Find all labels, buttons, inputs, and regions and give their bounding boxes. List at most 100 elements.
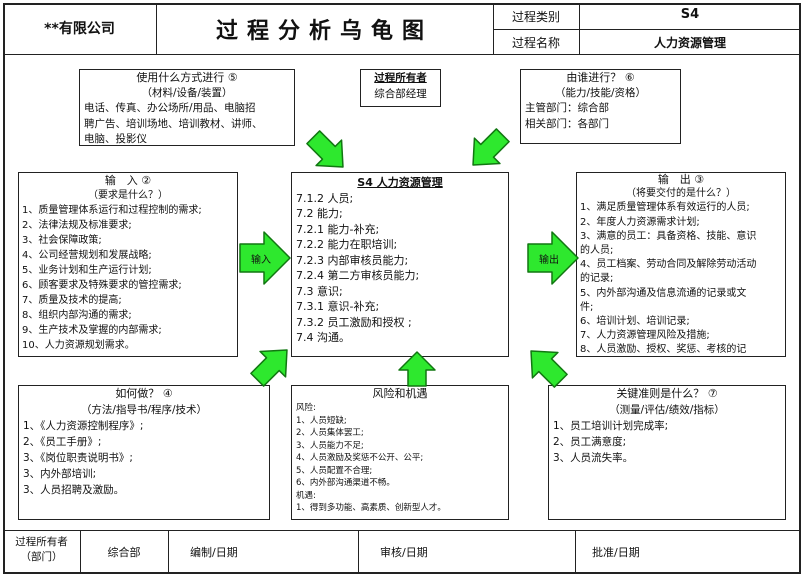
how-line: 3、人员招聘及激励。 [23, 484, 125, 496]
process-line: 7.3 意识; [296, 284, 343, 298]
opportunity-label: 机遇: [296, 490, 316, 501]
criteria-line: 3、人员流失率。 [553, 452, 634, 464]
outputs-line: 4、员工档案、劳动合同及解除劳动活动 [580, 259, 757, 271]
risk-line: 5、人员配置不合理; [296, 465, 373, 476]
criteria-line: 1、员工培训计划完成率; [553, 420, 669, 432]
risk-line: 3、人员能力不足; [296, 440, 364, 451]
process-type-value: S4 [680, 7, 700, 22]
risk-arrow [398, 351, 436, 387]
outputs-line: 2、年度人力资源需求计划; [580, 216, 700, 228]
inputs-line: 4、公司经营规划和发展战略; [22, 250, 152, 261]
inputs-line: 1、质量管理体系运行和过程控制的需求; [22, 205, 202, 216]
owner-value: 综合部经理 [374, 88, 427, 100]
inputs-line: 10、人力资源规划需求。 [22, 340, 135, 351]
who-title: 由谁进行？ ⑥ [566, 71, 635, 84]
outputs-box: 输 出 ③ （将要交付的是什么？） 1、满足质量管理体系有效运行的人员; 2、年… [576, 172, 786, 357]
who-subtitle: （能力/技能/资格） [554, 86, 647, 99]
inputs-subtitle: （要求是什么？） [88, 190, 168, 201]
risk-line: 6、内外部沟通渠道不畅。 [296, 478, 395, 488]
risk-label: 风险: [296, 403, 316, 413]
criteria-box: 关键准则是什么？ ⑦ （测量/评估/绩效/指标） 1、员工培训计划完成率; 2、… [548, 385, 786, 520]
footer-col-line [575, 530, 576, 574]
resources-title: 使用什么方式进行 ⑤ [136, 71, 238, 84]
owner-title: 过程所有者 [374, 72, 427, 84]
resources-line: 电话、传真、办公场所/用品、电脑招 [84, 102, 256, 114]
outputs-line: 8、人员激励、授权、奖惩、考核的记 [580, 344, 747, 356]
outputs-line: 1、满足质量管理体系有效运行的人员; [580, 202, 750, 214]
resources-arrow [306, 130, 344, 168]
process-line: 7.2.4 第二方审核员能力; [296, 269, 420, 282]
outputs-line: 5、内外部沟通及信息流通的记录或文 [580, 287, 747, 299]
footer-divider [3, 530, 801, 531]
criteria-title: 关键准则是什么？ ⑦ [616, 387, 718, 400]
page-frame [3, 3, 801, 574]
process-line: 7.2.3 内部审核员能力; [296, 253, 409, 267]
who-arrow [472, 128, 510, 166]
how-line: 3、内外部培训; [23, 468, 97, 480]
who-line: 相关部门：各部门 [525, 117, 609, 130]
inputs-box: 输 入 ② （要求是什么？） 1、质量管理体系运行和过程控制的需求; 2、法律法… [18, 172, 238, 357]
inputs-title: 输 入 ② [104, 174, 152, 187]
how-line: 1、《人力资源控制程序》; [23, 420, 144, 432]
footer-owner-value: 综合部 [107, 546, 141, 559]
inputs-line: 2、法律法规及标准要求; [22, 220, 132, 231]
header-divider [3, 54, 801, 55]
inputs-line: 5、业务计划和生产运行计划; [22, 265, 152, 276]
footer-col-line [80, 530, 81, 574]
outputs-line: 3、满意的员工：具备资格、技能、意识 [580, 230, 757, 242]
who-box: 由谁进行？ ⑥ （能力/技能/资格） 主管部门：综合部 相关部门：各部门 [520, 69, 681, 144]
risk-title: 风险和机遇 [372, 387, 428, 400]
footer-owner-label-line: 过程所有者 [15, 536, 68, 548]
outputs-line: 的记录; [580, 273, 614, 285]
how-title: 如何做？ ④ [115, 387, 173, 400]
risk-line: 4、人员激励及奖惩不公开、公平; [296, 453, 424, 463]
process-name-value: 人力资源管理 [653, 36, 726, 50]
how-subtitle: （方法/指导书/程序/技术） [80, 404, 208, 416]
process-name-label: 过程名称 [511, 36, 560, 50]
opportunity-line: 1、得到多功能、高素质、创新型人才。 [296, 503, 446, 513]
process-line: 7.3.2 员工激励和授权 ; [296, 315, 412, 329]
footer-owner-label-line: （部门） [20, 551, 63, 563]
resources-box: 使用什么方式进行 ⑤ （材料/设备/装置） 电话、传真、办公场所/用品、电脑招 … [79, 69, 295, 146]
output-arrow [527, 231, 579, 285]
outputs-title: 输 出 ③ [657, 173, 705, 186]
risk-line: 2、人员集体罢工; [296, 428, 364, 438]
inputs-line: 3、社会保障政策; [22, 235, 102, 246]
process-line: 7.3.1 意识-补充; [296, 300, 380, 313]
resources-line: 电脑、投影仪 [84, 133, 147, 145]
company-name: **有限公司 [44, 21, 115, 37]
outputs-subtitle: （将要交付的是什么？） [626, 188, 736, 200]
owner-box: 过程所有者 综合部经理 [360, 69, 441, 107]
outputs-line: 6、培训计划、培训记录; [580, 316, 690, 328]
inputs-line: 9、生产技术及掌握的内部需求; [22, 325, 162, 336]
outputs-line: 7、人力资源管理风险及措施; [580, 330, 710, 342]
page-title: 过程分析乌龟图 [215, 18, 433, 44]
process-type-label: 过程类别 [511, 10, 560, 24]
resources-subtitle: （材料/设备/装置） [141, 86, 233, 99]
how-arrow [250, 349, 288, 387]
process-title: S4 人力资源管理 [357, 176, 443, 189]
how-line: 3、《岗位职责说明书》; [23, 452, 133, 464]
outputs-line: 的人员; [580, 245, 614, 257]
footer-approve-label: 批准/日期 [592, 546, 640, 559]
process-line: 7.2 能力; [296, 207, 343, 220]
input-arrow-label: 输入 [251, 255, 271, 266]
input-arrow [239, 231, 291, 285]
resources-line: 聘广告、培训场地、培训教材、讲师、 [84, 117, 263, 130]
process-line: 7.2.1 能力-补充; [296, 222, 380, 236]
outputs-line: 件; [580, 301, 594, 313]
risk-box: 风险和机遇 风险: 1、人员短缺; 2、人员集体罢工; 3、人员能力不足; 4、… [291, 385, 509, 520]
process-line: 7.2.2 能力在职培训; [296, 238, 398, 251]
criteria-arrow [530, 350, 568, 388]
inputs-line: 6、顾客要求及特殊要求的管控需求; [22, 280, 182, 291]
header-row-line [493, 29, 801, 30]
how-box: 如何做？ ④ （方法/指导书/程序/技术） 1、《人力资源控制程序》; 2、《员… [18, 385, 270, 520]
footer-edit-label: 编制/日期 [190, 546, 238, 559]
header-col-line [156, 3, 157, 55]
inputs-line: 7、质量及技术的提高; [22, 295, 122, 306]
who-line: 主管部门：综合部 [525, 102, 609, 114]
footer-review-label: 审核/日期 [380, 546, 428, 559]
criteria-line: 2、员工满意度; [553, 436, 627, 448]
process-line: 7.1.2 人员; [296, 191, 354, 205]
